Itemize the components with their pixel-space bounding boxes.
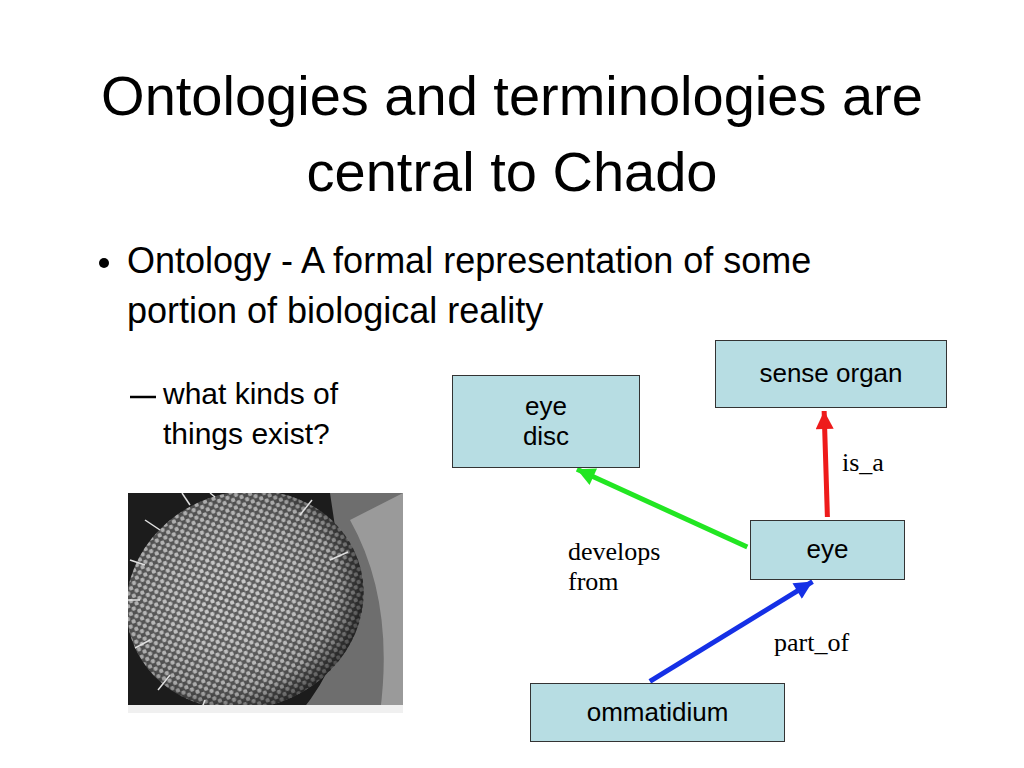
term-text: eye: [807, 535, 849, 565]
bullet-text: Ontology - A formal representation of so…: [127, 236, 897, 336]
term-box: eye disc: [452, 375, 640, 468]
term-text: eye disc: [511, 392, 581, 452]
sub-bullet-text: what kinds of things exist?: [163, 374, 408, 454]
term-text: sense organ: [759, 359, 902, 389]
term-box: eye: [750, 520, 905, 580]
relation-label: is_a: [840, 448, 886, 478]
relation-label: develops from: [566, 537, 682, 597]
term-box: ommatidium: [530, 683, 785, 742]
relation-arrow: [577, 469, 747, 547]
relation-label: part_of: [772, 628, 851, 658]
sub-bullet-dash: [130, 396, 156, 399]
relation-arrow: [824, 411, 827, 517]
term-text: ommatidium: [587, 698, 729, 728]
term-box: sense organ: [715, 340, 947, 408]
slide-title: Ontologies and terminologies are central…: [87, 58, 937, 210]
bullet-dot: [99, 258, 109, 268]
